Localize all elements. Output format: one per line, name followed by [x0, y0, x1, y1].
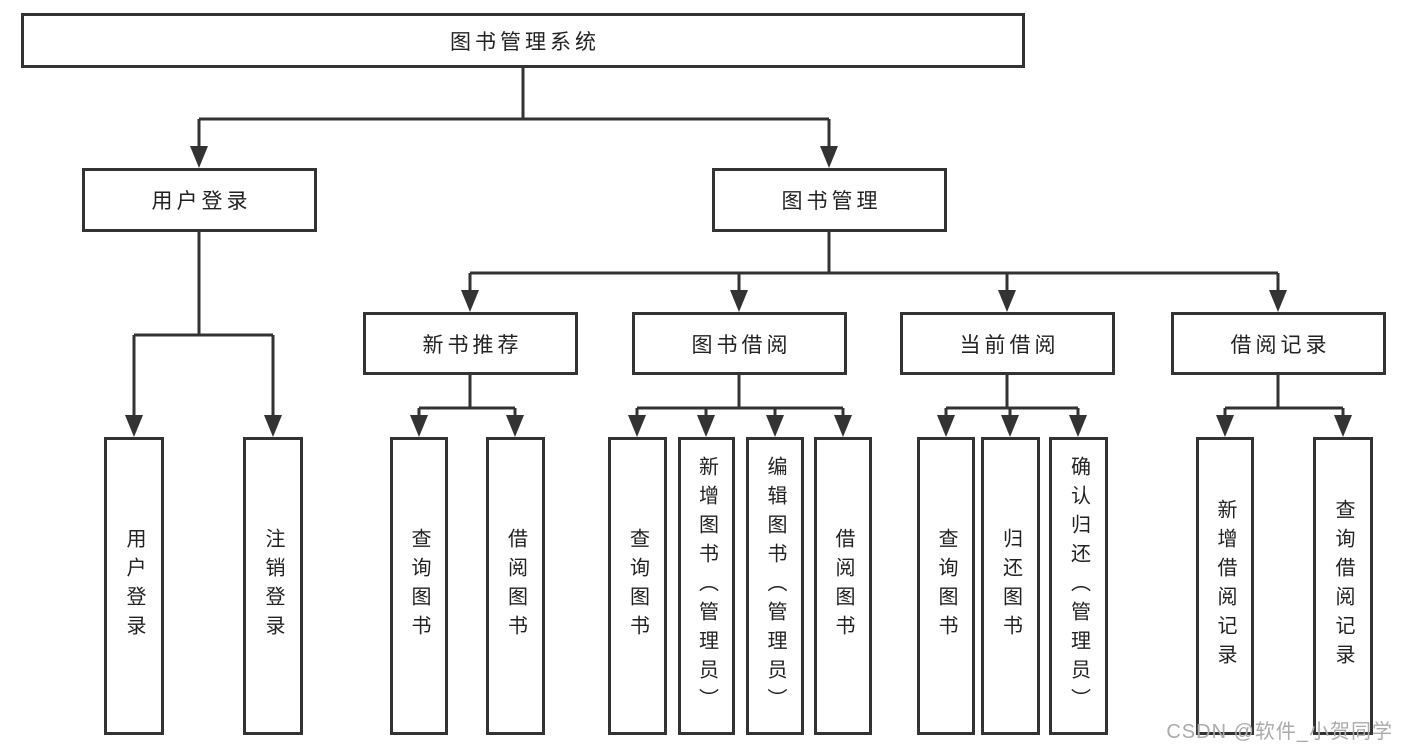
leaf-return-books-label: 归还图书	[999, 528, 1022, 644]
leaf-add-borrow-record: 新增借阅记录	[1196, 437, 1254, 735]
leaf-query-borrow-record: 查询借阅记录	[1313, 437, 1373, 735]
leaf-confirm-return-admin: 确认归还（管理员）	[1049, 437, 1108, 735]
arrowhead-icon	[628, 415, 646, 437]
arrowhead-icon	[125, 415, 143, 437]
leaf-borrow-books-recommendation: 借阅图书	[486, 437, 545, 735]
arrowhead-icon	[937, 415, 955, 437]
arrowhead-icon	[1216, 415, 1234, 437]
leaf-add-books-admin: 新增图书（管理员）	[678, 437, 735, 735]
leaf-logout-label: 注销登录	[262, 528, 284, 644]
leaf-add-books-admin-label: 新增图书（管理员）	[695, 455, 718, 717]
node-library-management-system: 图书管理系统	[21, 13, 1025, 68]
leaf-borrow-books-recommendation-label: 借阅图书	[504, 528, 527, 644]
leaf-edit-books-admin-label: 编辑图书（管理员）	[764, 455, 786, 717]
arrowhead-icon	[410, 415, 428, 437]
leaf-add-borrow-record-label: 新增借阅记录	[1214, 499, 1236, 673]
leaf-query-books-current: 查询图书	[917, 437, 975, 735]
arrowhead-icon	[820, 146, 838, 168]
arrowhead-icon	[1001, 415, 1019, 437]
leaf-query-borrow-record-label: 查询借阅记录	[1332, 499, 1354, 673]
arrowhead-icon	[264, 415, 282, 437]
leaf-query-books-recommendation-label: 查询图书	[408, 528, 430, 644]
arrowhead-icon	[766, 415, 784, 437]
arrowhead-icon	[1269, 290, 1287, 312]
arrowhead-icon	[998, 290, 1016, 312]
arrowhead-icon	[730, 290, 748, 312]
node-book-management: 图书管理	[712, 168, 947, 232]
arrowhead-icon	[697, 415, 715, 437]
leaf-query-books-recommendation: 查询图书	[390, 437, 448, 735]
node-book-borrowing: 图书借阅	[632, 312, 847, 375]
leaf-user-login: 用户登录	[104, 437, 164, 735]
leaf-logout: 注销登录	[243, 437, 303, 735]
arrowhead-icon	[1334, 415, 1352, 437]
leaf-user-login-label: 用户登录	[123, 528, 145, 644]
leaf-borrow-books-borrowing-label: 借阅图书	[832, 528, 854, 644]
leaf-return-books: 归还图书	[981, 437, 1040, 735]
node-new-book-recommendation: 新书推荐	[363, 312, 578, 375]
node-current-borrowing: 当前借阅	[900, 312, 1115, 375]
arrowhead-icon	[190, 146, 208, 168]
watermark: CSDN @软件_小贺同学	[1166, 721, 1393, 743]
arrowhead-icon	[1069, 415, 1087, 437]
leaf-confirm-return-admin-label: 确认归还（管理员）	[1067, 455, 1090, 717]
arrowhead-icon	[506, 415, 524, 437]
leaf-query-books-borrowing: 查询图书	[608, 437, 667, 735]
node-user-login: 用户登录	[82, 168, 317, 232]
arrowhead-icon	[834, 415, 852, 437]
leaf-edit-books-admin: 编辑图书（管理员）	[746, 437, 804, 735]
leaf-borrow-books-borrowing: 借阅图书	[814, 437, 872, 735]
leaf-query-books-borrowing-label: 查询图书	[626, 528, 649, 644]
node-borrowing-records: 借阅记录	[1171, 312, 1386, 375]
leaf-query-books-current-label: 查询图书	[935, 528, 957, 644]
arrowhead-icon	[461, 290, 479, 312]
